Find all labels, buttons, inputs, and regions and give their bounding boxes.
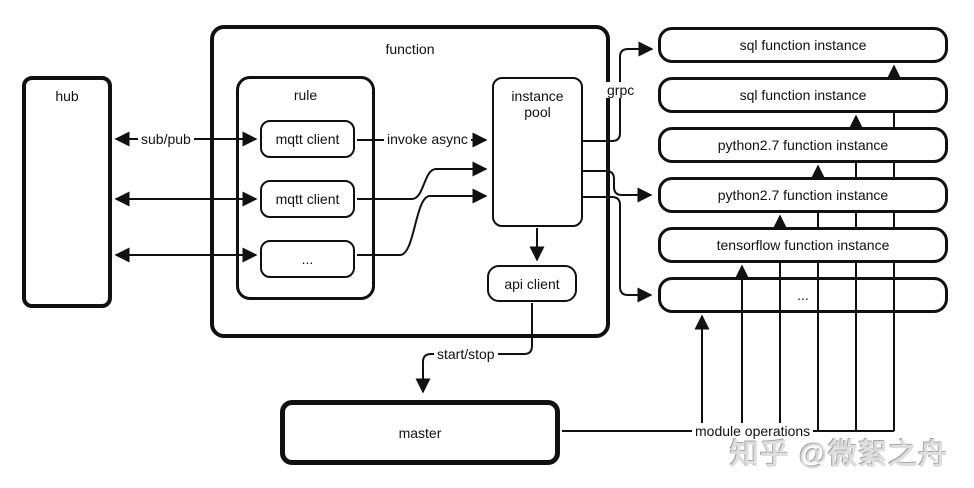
instance-label: python2.7 function instance bbox=[717, 137, 889, 153]
more-function-instances: ... bbox=[658, 277, 948, 313]
sql-function-instance-1: sql function instance bbox=[658, 27, 948, 63]
hub-label: hub bbox=[55, 88, 79, 104]
api-client-label: api client bbox=[504, 275, 560, 292]
instance-label: tensorflow function instance bbox=[716, 237, 890, 253]
master-label: master bbox=[398, 424, 442, 441]
mqtt-client-1-label: mqtt client bbox=[275, 131, 340, 147]
edge-label-grpc: grpc bbox=[604, 82, 638, 98]
edge-label-start-stop: start/stop bbox=[434, 346, 498, 362]
sql-function-instance-2: sql function instance bbox=[658, 77, 948, 113]
instance-label: sql function instance bbox=[739, 87, 867, 103]
hub-module: hub bbox=[22, 76, 112, 308]
master-module: master bbox=[280, 400, 560, 465]
instance-label: ... bbox=[797, 287, 809, 303]
function-label: function bbox=[385, 41, 435, 57]
rule-more-label: ... bbox=[301, 251, 314, 267]
instance-label: sql function instance bbox=[739, 37, 867, 53]
instance-pool: instance pool bbox=[492, 77, 583, 227]
tensorflow-function-instance: tensorflow function instance bbox=[658, 227, 948, 263]
rule-label: rule bbox=[293, 87, 318, 103]
instance-pool-label: instance pool bbox=[511, 88, 564, 120]
edge-label-invoke-async: invoke async bbox=[384, 131, 471, 147]
mqtt-client-2-label: mqtt client bbox=[275, 191, 340, 207]
python27-function-instance-2: python2.7 function instance bbox=[658, 177, 948, 213]
edge-label-sub-pub: sub/pub bbox=[138, 131, 194, 147]
api-client: api client bbox=[487, 265, 577, 302]
rule-more-clients: ... bbox=[260, 240, 355, 278]
instance-label: python2.7 function instance bbox=[717, 187, 889, 203]
mqtt-client-1: mqtt client bbox=[260, 120, 355, 158]
mqtt-client-2: mqtt client bbox=[260, 180, 355, 218]
zhihu-watermark: 知乎 @微絮之舟 bbox=[730, 439, 949, 471]
python27-function-instance-1: python2.7 function instance bbox=[658, 127, 948, 163]
